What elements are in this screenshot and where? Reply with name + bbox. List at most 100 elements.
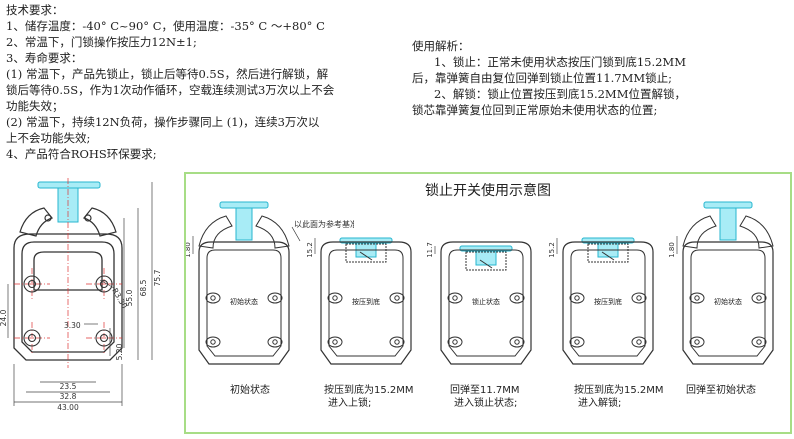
- requirement-line: (1) 常温下，产品先锁止，锁止后等待0.5S，然后进行解锁，解: [6, 67, 329, 81]
- analysis-line: 2、解锁：锁止位置按压到底15.2MM位置解锁，: [434, 87, 686, 101]
- requirement-line: 上不会功能失效;: [6, 131, 91, 145]
- state-label-press-lock: 按压到底为15.2MM 进入上锁;: [324, 384, 414, 410]
- latch-pocket: [587, 243, 629, 263]
- mounting-hole-core: [756, 295, 762, 301]
- state-inner-label: 按压到底: [594, 297, 622, 306]
- lock-body-outer: [440, 241, 532, 365]
- mounting-hole-core: [636, 339, 642, 345]
- caption-line: 按压到底为15.2MM: [324, 385, 414, 396]
- requirements-title: 技术要求：: [6, 3, 64, 17]
- state-label-return-initial: 回弹至初始状态: [686, 385, 756, 396]
- requirement-line: 3、寿命要求：: [6, 51, 83, 65]
- mounting-hole-core: [636, 295, 642, 301]
- latch-pin: [359, 251, 373, 261]
- lock-body-inner: [690, 249, 766, 357]
- centerlines: [14, 178, 122, 368]
- analysis-line: 锁芯靠弹簧复位回到正常原始未使用状态的位置;: [412, 103, 658, 117]
- requirement-line: 1、储存温度：-40° C~90° C，使用温度：-35° C ～+80° C: [6, 19, 325, 33]
- mounting-hole-core: [272, 339, 278, 345]
- plunger-stem: [475, 250, 497, 266]
- dim-24: 24.0: [0, 309, 8, 326]
- mounting-hole: [509, 292, 525, 304]
- caption-line: 进入上锁;: [328, 398, 372, 409]
- mounting-hole: [631, 292, 647, 304]
- panel-title: 锁止开关使用示意图: [425, 183, 551, 199]
- lock-body-inner: [206, 249, 282, 357]
- plunger-cap: [703, 201, 753, 209]
- caption-line: 回弹至11.7MM: [450, 385, 520, 396]
- latch-pin: [601, 251, 615, 261]
- mounting-hole-core: [574, 295, 580, 301]
- mounting-hole: [205, 292, 221, 304]
- mounting-hole-core: [210, 339, 216, 345]
- mounting-hole-core: [694, 295, 700, 301]
- mounting-holes: [23, 275, 113, 347]
- requirement-line: 4、产品符合ROHS环保要求;: [6, 147, 157, 161]
- requirement-line: 功能失效；: [6, 99, 64, 113]
- latch-pocket: [345, 243, 387, 263]
- mounting-hole-core: [332, 339, 338, 345]
- dimension-label: 11.7: [426, 242, 434, 258]
- lock-body-inner: [448, 249, 524, 357]
- lock-state-2: 按压到底15.2: [306, 237, 412, 365]
- mounting-hole: [205, 336, 221, 348]
- mounting-hole-core: [452, 295, 458, 301]
- mounting-hole: [389, 336, 405, 348]
- mounting-hole: [447, 292, 463, 304]
- technical-drawing: 43.00 32.8 23.5 24.0 3.30 5.20 R3.30 55.…: [0, 178, 162, 412]
- latch-wings: [19, 207, 117, 237]
- dim-68-5: 68.5: [139, 279, 148, 296]
- requirement-line: 锁后等待0.5S，作为1次动作循环，空载连续测试3万次以上不会: [6, 83, 335, 97]
- mounting-hole-core: [694, 339, 700, 345]
- latch-pocket: [465, 251, 507, 271]
- state-inner-label: 初始状态: [230, 297, 258, 306]
- mounting-hole: [689, 292, 705, 304]
- lock-body-outer: [320, 241, 412, 365]
- plunger-stem: [719, 207, 737, 241]
- mounting-hole: [751, 292, 767, 304]
- analysis-line: 1、锁止：正常未使用状态按压门锁到底15.2MM: [434, 55, 686, 69]
- mounting-hole: [751, 336, 767, 348]
- analysis-line: 后，靠弹簧自由复位回弹到锁止位置11.7MM锁止;: [412, 71, 673, 85]
- state-label-press-unlock: 按压到底为15.2MM 进入解锁;: [574, 384, 664, 410]
- dimension-label: 15.2: [548, 242, 556, 258]
- mounting-hole: [389, 292, 405, 304]
- mounting-hole: [569, 336, 585, 348]
- lock-state-4: 按压到底 15.2: [548, 237, 654, 365]
- lock-body-outer: [562, 241, 654, 365]
- lock-body-inner: [328, 249, 404, 357]
- lock-body-outer: [198, 241, 290, 365]
- mounting-hole: [327, 292, 343, 304]
- mounting-hole: [569, 292, 585, 304]
- dim-23-5: 23.5: [60, 382, 77, 391]
- reference-note-graphic: 以此面为参考基准: [291, 219, 354, 242]
- mounting-hole-core: [210, 295, 216, 301]
- mounting-hole-core: [756, 339, 762, 345]
- dim-75-7: 75.7: [153, 269, 162, 286]
- lock-body-inner: [570, 249, 646, 357]
- mounting-hole-core: [514, 339, 520, 345]
- mounting-hole: [327, 336, 343, 348]
- mounting-hole-core: [394, 295, 400, 301]
- technical-requirements: 技术要求： 1、储存温度：-40° C~90° C，使用温度：-35° C ～+…: [6, 2, 334, 162]
- analysis-title: 使用解析：: [412, 39, 470, 53]
- state-inner-label: 初始状态: [714, 297, 742, 306]
- state-inner-label: 按压到底: [352, 297, 380, 306]
- plunger-stem: [235, 207, 253, 241]
- mounting-hole-core: [452, 339, 458, 345]
- mounting-hole-core: [574, 339, 580, 345]
- lock-body-outer: [682, 241, 774, 365]
- requirement-line: (2) 常温下，持续12N负荷，操作步骤同上 (1)，连续3万次以: [6, 115, 320, 129]
- mounting-hole: [689, 336, 705, 348]
- lock-body: [13, 233, 123, 361]
- usage-analysis: 使用解析： 1、锁止：正常未使用状态按压门锁到底15.2MM 后，靠弹簧自由复位…: [412, 38, 686, 118]
- state-label-locked: 回弹至11.7MM 进入锁止状态;: [450, 384, 520, 410]
- dimension-lines: [7, 182, 153, 406]
- mounting-hole: [631, 336, 647, 348]
- caption-line: 进入解锁;: [578, 398, 622, 409]
